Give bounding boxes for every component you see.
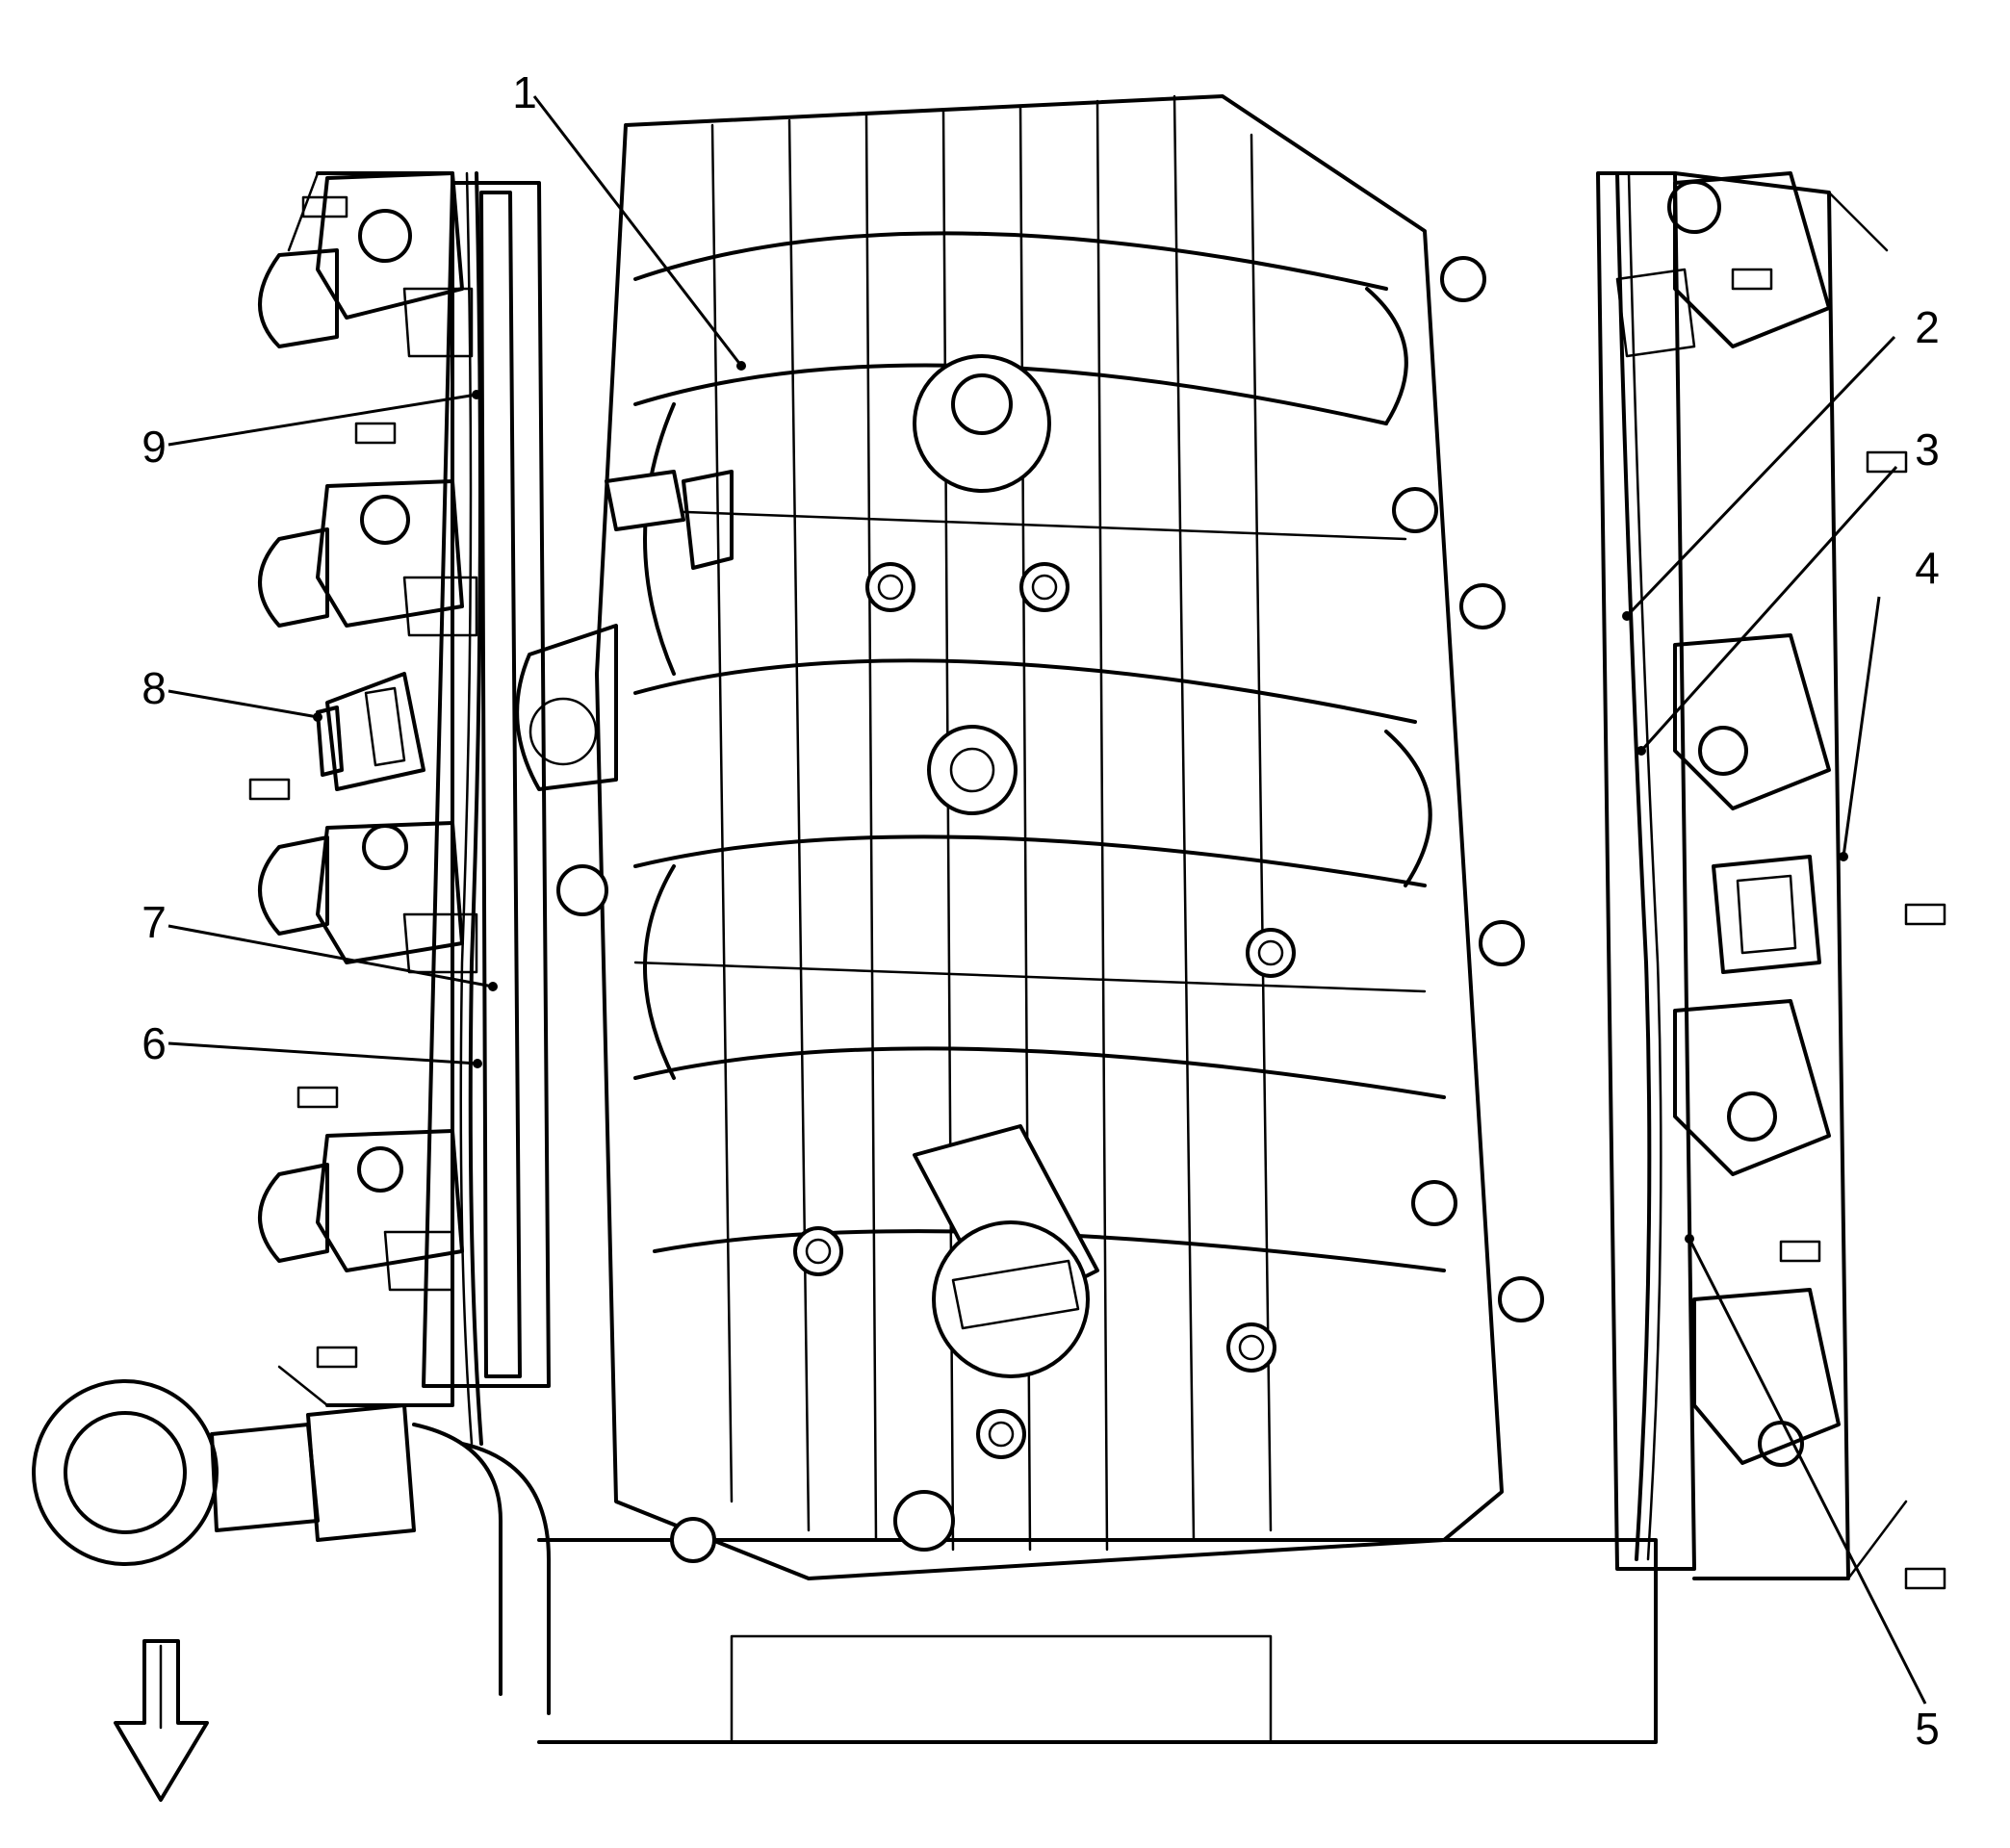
manifold-bolts	[793, 354, 1296, 1459]
callout-3: 3	[1915, 424, 1940, 475]
leader-1-dot	[736, 361, 746, 371]
leader-6	[168, 1041, 478, 1065]
down-arrow-icon	[114, 1639, 209, 1802]
leader-9	[168, 393, 477, 447]
callout-7: 7	[142, 897, 167, 947]
fuel-injectors	[1392, 256, 1544, 1322]
callout-9: 9	[142, 422, 167, 472]
engine-line-art	[32, 94, 1946, 1744]
leader-2	[1625, 335, 1896, 618]
callout-labels: 1 2 3 4 5 6 7 8 9	[142, 67, 1940, 1754]
left-wiring-harness	[468, 171, 483, 1446]
left-cylinder-bank	[248, 171, 551, 1446]
callout-2: 2	[1915, 302, 1940, 352]
callout-4: 4	[1915, 543, 1940, 593]
ignition-coil-left-4	[258, 1129, 464, 1292]
leader-3-dot	[1636, 746, 1646, 756]
map-sensor	[913, 1124, 1099, 1378]
callout-1: 1	[512, 67, 537, 117]
leader-9-dot	[472, 390, 481, 399]
ignition-coil-left-3	[258, 821, 478, 974]
left-bank-studs	[248, 195, 397, 1369]
leader-2-dot	[1622, 611, 1632, 621]
left-bracket	[515, 624, 618, 916]
callout-8: 8	[142, 663, 167, 713]
leader-8	[168, 689, 319, 719]
leader-3	[1639, 465, 1898, 753]
callout-6: 6	[142, 1018, 167, 1068]
callout-leaders	[168, 95, 1927, 1705]
leader-6-dot	[473, 1059, 482, 1068]
ignition-coil-right-4	[1692, 1288, 1841, 1467]
leader-4	[1842, 596, 1881, 858]
ignition-coil-right-3	[1673, 999, 1831, 1176]
callout-5: 5	[1915, 1704, 1940, 1754]
intake-manifold	[515, 94, 1504, 1580]
ignition-coil-left-1	[258, 171, 474, 358]
ignition-coil-left-2	[258, 479, 478, 637]
leader-7-dot	[488, 982, 498, 991]
right-cylinder-bank	[1392, 171, 1946, 1590]
leader-1	[532, 95, 743, 367]
right-wiring-harness	[1615, 171, 1652, 1561]
sensor-connector-right	[1712, 855, 1821, 974]
ignition-coil-right-2	[1673, 633, 1831, 810]
leader-4-dot	[1839, 852, 1848, 861]
sensor-connector-left	[316, 672, 425, 791]
lower-engine-block	[537, 1490, 1658, 1744]
leader-5	[1688, 1238, 1927, 1705]
leader-8-dot	[313, 712, 322, 722]
ignition-coil-right-1	[1615, 171, 1831, 358]
oil-filler-cap	[32, 1379, 551, 1715]
leader-7	[168, 924, 494, 988]
leader-5-dot	[1685, 1234, 1694, 1244]
